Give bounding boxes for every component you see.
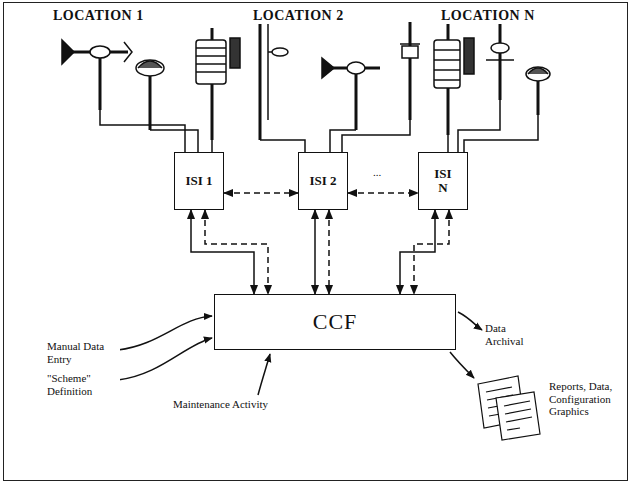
leader-arrow (118, 316, 212, 350)
annotation-label: Manual Data Entry (46, 340, 120, 365)
leader-arrow (458, 312, 482, 330)
annotation-label: Reports, Data, Configuration Graphics (548, 380, 622, 418)
location-label: LOCATION 2 (252, 8, 345, 24)
pole-sensor (486, 22, 514, 100)
location-label: LOCATION N (440, 8, 536, 24)
interface-box: ISI 1 (174, 152, 224, 210)
annotation-label: Maintenance Activity (172, 398, 269, 411)
report-icon (478, 376, 540, 440)
pole-sensor (260, 22, 288, 140)
leader-arrow (258, 354, 270, 395)
radiation-shield (196, 28, 240, 140)
interface-box: ISI 2 (298, 152, 348, 210)
anemometer (526, 67, 550, 115)
data-link (191, 210, 268, 294)
radiation-shield (434, 22, 474, 135)
data-link (400, 210, 449, 294)
wind-vane (322, 58, 380, 130)
leader-arrow (118, 338, 212, 380)
anemometer (136, 60, 164, 130)
box-label: CCF (313, 309, 358, 335)
annotation-label: "Scheme" Definition (46, 372, 120, 397)
leader-arrow (450, 352, 474, 378)
wind-vane (62, 40, 132, 110)
annotation-label: Data Archival (484, 322, 546, 347)
central-computer-box: CCF (214, 294, 456, 350)
data-link (348, 193, 418, 194)
box-label: ISI 1 (185, 174, 214, 188)
box-label: ISI N (429, 167, 458, 196)
data-link (224, 193, 298, 194)
annotation-label: ... (372, 166, 382, 179)
interface-box: ISI N (418, 152, 468, 210)
pole-sensor (400, 22, 420, 120)
data-link (315, 210, 329, 294)
box-label: ISI 2 (309, 174, 338, 188)
location-label: LOCATION 1 (52, 8, 145, 24)
